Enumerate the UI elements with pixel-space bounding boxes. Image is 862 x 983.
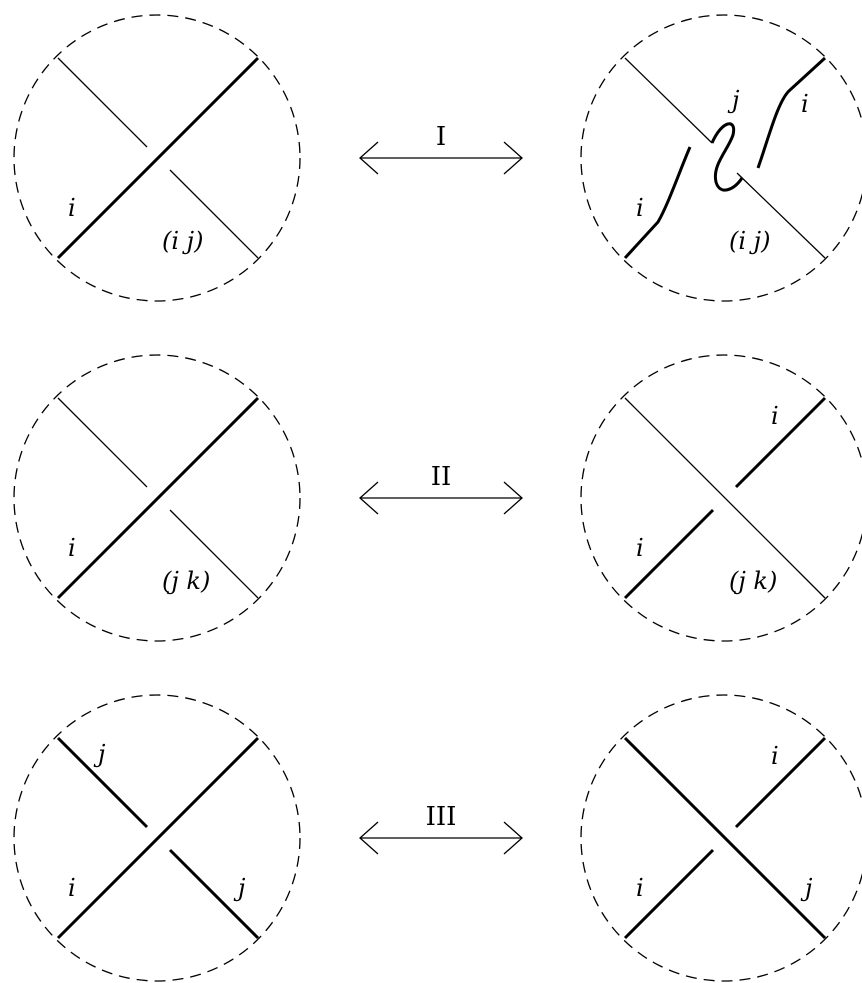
dashed-boundary-circle — [13, 14, 301, 302]
dashed-boundary-circle — [580, 14, 862, 302]
over-strand — [56, 56, 260, 260]
dashed-boundary-circle — [13, 694, 301, 982]
move-III-right-diagram: i i j — [580, 694, 862, 982]
dashed-boundary-circle — [580, 354, 862, 642]
arrow-head-right — [503, 821, 523, 855]
label-i-top: i — [801, 90, 809, 118]
label-i: i — [68, 194, 76, 222]
label-j-top: j — [93, 740, 106, 768]
under-strand-upper — [57, 397, 148, 488]
strand-i-lower — [623, 146, 692, 260]
label-pair: (i j) — [162, 227, 203, 255]
move-label: I — [436, 122, 446, 152]
kink-loop — [710, 122, 744, 192]
label-i-top: i — [771, 402, 779, 430]
under-strand-lower — [168, 848, 260, 940]
under-strand-lower — [623, 508, 715, 600]
under-strand-lower — [169, 169, 259, 259]
dashed-boundary-circle — [580, 694, 862, 982]
label-i-bottom: i — [636, 194, 644, 222]
under-strand-lower — [623, 848, 715, 940]
dashed-boundary-circle — [13, 354, 301, 642]
move-III-left-diagram: j i j — [13, 694, 301, 982]
label-i: i — [68, 534, 76, 562]
label-i: i — [68, 874, 76, 902]
under-strand-lower — [169, 509, 259, 599]
over-strand — [623, 736, 827, 940]
move-I-left-diagram: i (i j) — [13, 14, 301, 302]
arrow-head-right — [503, 481, 523, 515]
move-I-arrow: I — [359, 122, 523, 175]
label-pair: (i j) — [729, 227, 770, 255]
label-j: j — [727, 86, 740, 114]
strand-j-upper — [624, 57, 713, 144]
label-pair: (j k) — [729, 567, 777, 595]
move-II-right-diagram: i i (j k) — [580, 354, 862, 642]
arrow-head-right — [503, 141, 523, 175]
label-pair: (j k) — [162, 567, 210, 595]
under-strand-upper — [734, 396, 827, 489]
over-strand — [624, 397, 826, 599]
under-strand-upper — [57, 57, 148, 148]
arrow-head-left — [359, 821, 379, 855]
move-I-right-diagram: II j i i (i j) — [580, 14, 862, 302]
over-strand — [56, 736, 260, 940]
under-strand-upper — [734, 736, 827, 829]
arrow-head-left — [359, 481, 379, 515]
move-II-arrow: II — [359, 462, 523, 515]
strand-j-lower — [736, 172, 826, 259]
move-II-left-diagram: i (j k) — [13, 354, 301, 642]
label-i-top: i — [771, 742, 779, 770]
move-label: II — [431, 462, 452, 492]
label-i-bottom: i — [636, 874, 644, 902]
label-j-bottom: j — [233, 874, 246, 902]
move-label: III — [426, 802, 457, 832]
move-III-arrow: III — [359, 802, 523, 855]
label-i-bottom: i — [636, 534, 644, 562]
over-strand — [56, 396, 260, 600]
strand-i-upper — [756, 56, 827, 169]
label-j: j — [800, 874, 813, 902]
arrow-head-left — [359, 141, 379, 175]
under-strand-upper — [56, 736, 149, 829]
